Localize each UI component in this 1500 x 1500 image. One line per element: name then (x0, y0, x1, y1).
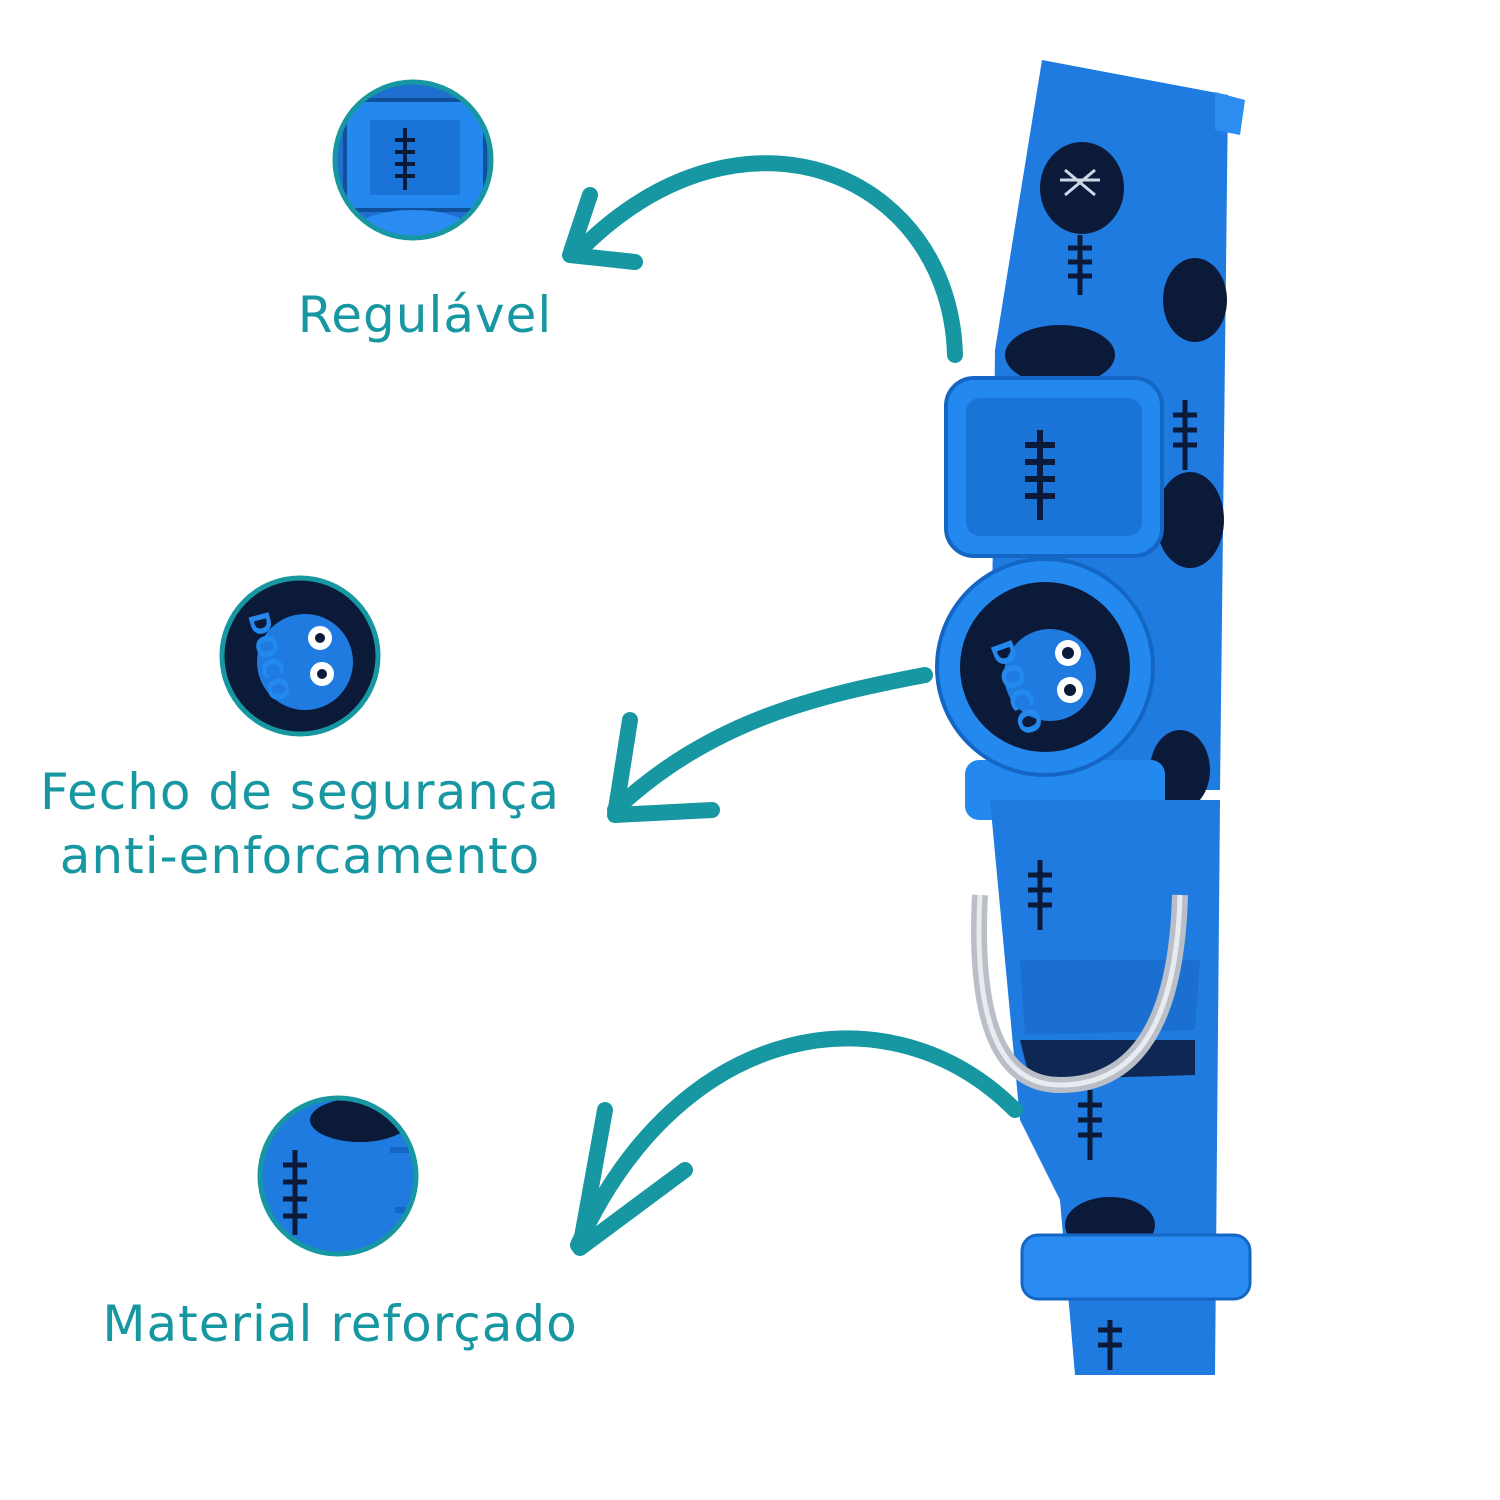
feature-label-line: Material reforçado (102, 1295, 578, 1353)
arrow-to-fecho (607, 667, 933, 823)
reinforced-material-zoom-icon (257, 1095, 419, 1257)
feature-label-line: anti-enforcamento (59, 827, 541, 885)
safety-buckle-zoom-icon: DOCO (219, 575, 381, 737)
collar-illustration: DOCO (935, 60, 1252, 1375)
collar-bottom-strap (971, 800, 1252, 1375)
arrow-to-regulavel (562, 155, 963, 363)
collar-adjuster-slide (944, 376, 1164, 558)
feature-label-line: Regulável (297, 286, 553, 344)
feature-label-fecho-seguranca: Fecho de segurança anti-enforcamento (0, 760, 600, 888)
arrow-to-material (570, 1030, 1023, 1256)
adjuster-zoom-icon (332, 79, 494, 241)
feature-label-line: Fecho de segurança (39, 763, 561, 821)
feature-label-material-reforcado: Material reforçado (70, 1292, 610, 1356)
feature-label-regulavel: Regulável (220, 283, 630, 347)
